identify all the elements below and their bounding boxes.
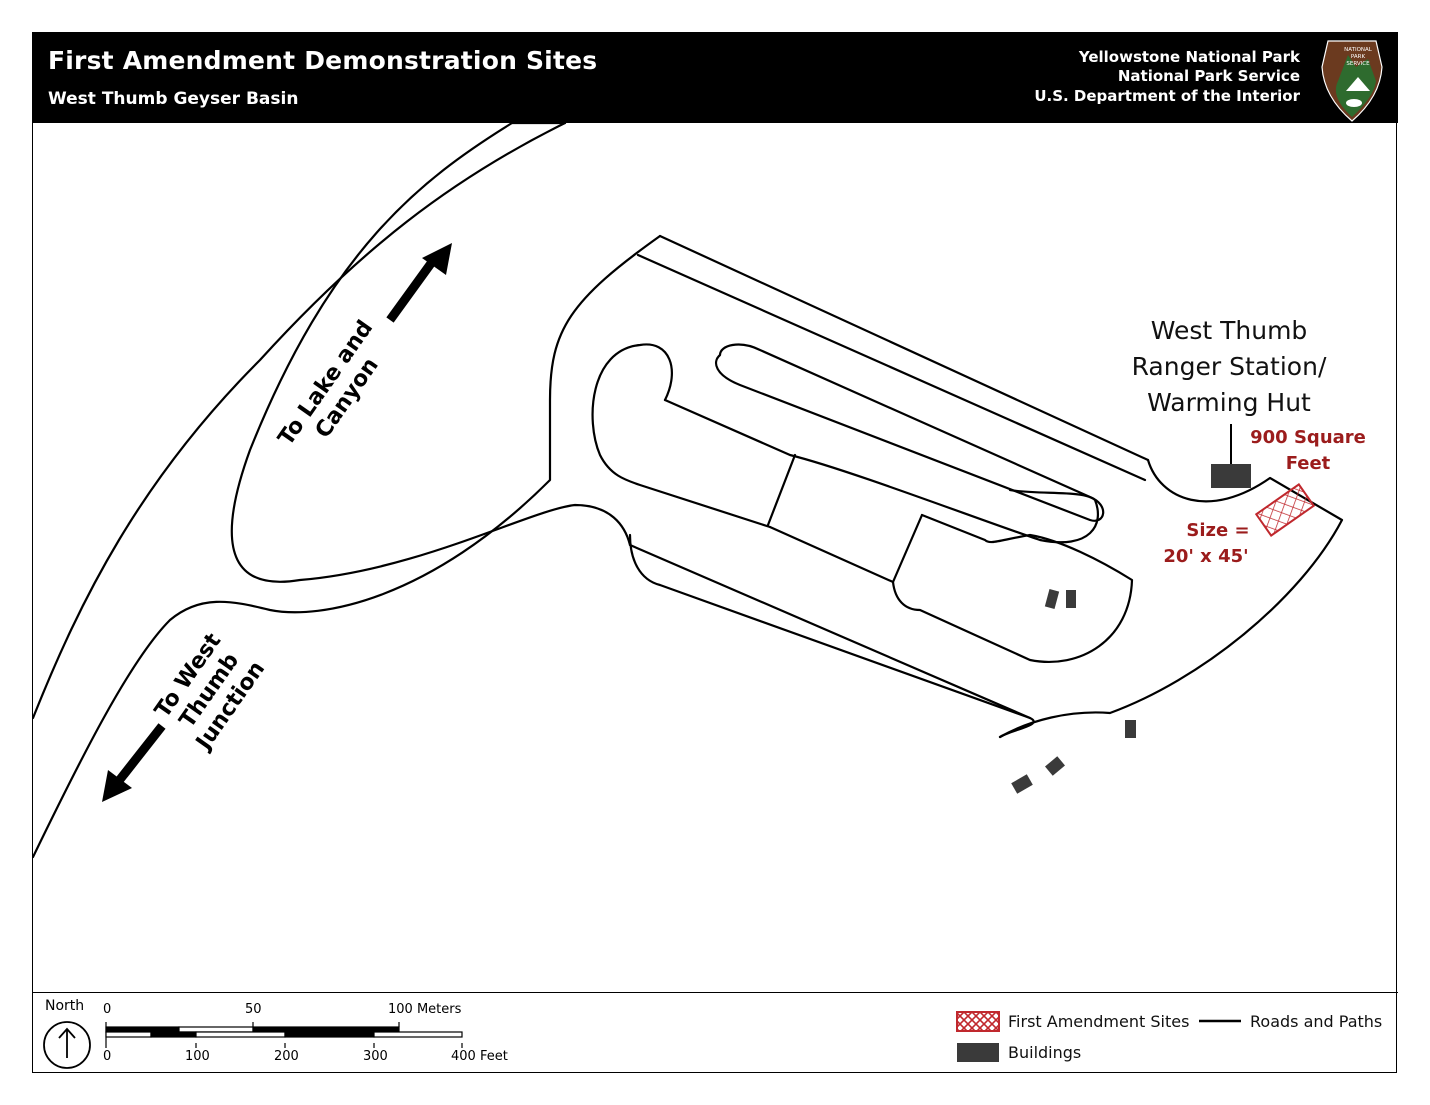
- scale-meter-0: 0: [103, 1002, 112, 1017]
- north-arrow-icon: [43, 1021, 91, 1069]
- building-small-2: [1066, 590, 1076, 608]
- parking-outer-top: [658, 234, 1150, 462]
- ranger-station-label-1: West Thumb: [1150, 316, 1308, 345]
- legend-building-swatch: [957, 1043, 999, 1062]
- inner-lot-divider-2: [891, 513, 924, 584]
- buildings-layer: [1011, 464, 1251, 794]
- header-bar: First Amendment Demonstration Sites West…: [32, 32, 1398, 123]
- scale-feet-300: 300: [363, 1049, 388, 1064]
- arrow-to-lake-canyon: [386, 243, 452, 323]
- legend-label-roads-and-paths: Roads and Paths: [1250, 1012, 1383, 1031]
- site-size-label-2: 20' x 45': [1163, 546, 1249, 567]
- site-area-label-1: 900 Square: [1250, 427, 1366, 448]
- scale-feet-100: 100: [185, 1049, 210, 1064]
- building-small-3: [1125, 720, 1136, 738]
- ranger-station-label-2: Ranger Station/: [1131, 352, 1327, 381]
- fork-loop: [230, 123, 632, 583]
- parking-outer-bottom-2: [628, 543, 1032, 720]
- legend-label-first-amendment-sites: First Amendment Sites: [1008, 1012, 1190, 1031]
- north-label: North: [45, 998, 85, 1014]
- scale-feet-0: 0: [103, 1049, 112, 1064]
- building-small-1: [1044, 589, 1060, 609]
- agency-department: U.S. Department of the Interior: [1034, 87, 1300, 105]
- agency-service: National Park Service: [1117, 67, 1300, 85]
- scale-feet-200: 200: [274, 1049, 299, 1064]
- inner-lot-divider-1: [766, 453, 797, 527]
- scale-bar: [105, 1022, 463, 1048]
- map-title: First Amendment Demonstration Sites: [48, 46, 598, 75]
- legend-label-buildings: Buildings: [1008, 1043, 1082, 1062]
- building-ranger-station: [1211, 464, 1251, 488]
- building-small-5: [1045, 756, 1065, 776]
- svg-text:SERVICE: SERVICE: [1346, 61, 1370, 67]
- agency-park: Yellowstone National Park: [1078, 48, 1300, 66]
- parking-outer-curve: [998, 458, 1344, 739]
- legend-site-swatch: [956, 1011, 1000, 1032]
- legend-divider: [32, 992, 1398, 993]
- map-subtitle: West Thumb Geyser Basin: [48, 89, 299, 109]
- arrow-to-west-thumb: [102, 723, 166, 802]
- building-small-4: [1011, 774, 1033, 794]
- svg-text:PARK: PARK: [1351, 54, 1366, 60]
- parking-outer-top-inner: [636, 253, 1147, 482]
- nps-arrowhead-logo: NATIONAL PARK SERVICE: [1321, 40, 1383, 122]
- parking-outer-bottom: [628, 533, 1035, 739]
- scale-meter-100: 100 Meters: [388, 1002, 462, 1017]
- first-amendment-site: [1254, 483, 1316, 537]
- scale-meter-50: 50: [245, 1002, 262, 1017]
- ranger-station-label-3: Warming Hut: [1147, 388, 1311, 417]
- site-area-label-2: Feet: [1285, 453, 1331, 474]
- scale-feet-400: 400 Feet: [451, 1049, 508, 1064]
- inner-lot-top: [715, 343, 1105, 522]
- highway-edge-inner: [33, 234, 662, 859]
- highway-edge-outer: [33, 123, 567, 720]
- parking-island-b: [591, 343, 772, 529]
- inner-lot-lower: [768, 513, 1134, 663]
- site-size-label-1: Size =: [1186, 520, 1250, 541]
- svg-text:NATIONAL: NATIONAL: [1344, 47, 1373, 53]
